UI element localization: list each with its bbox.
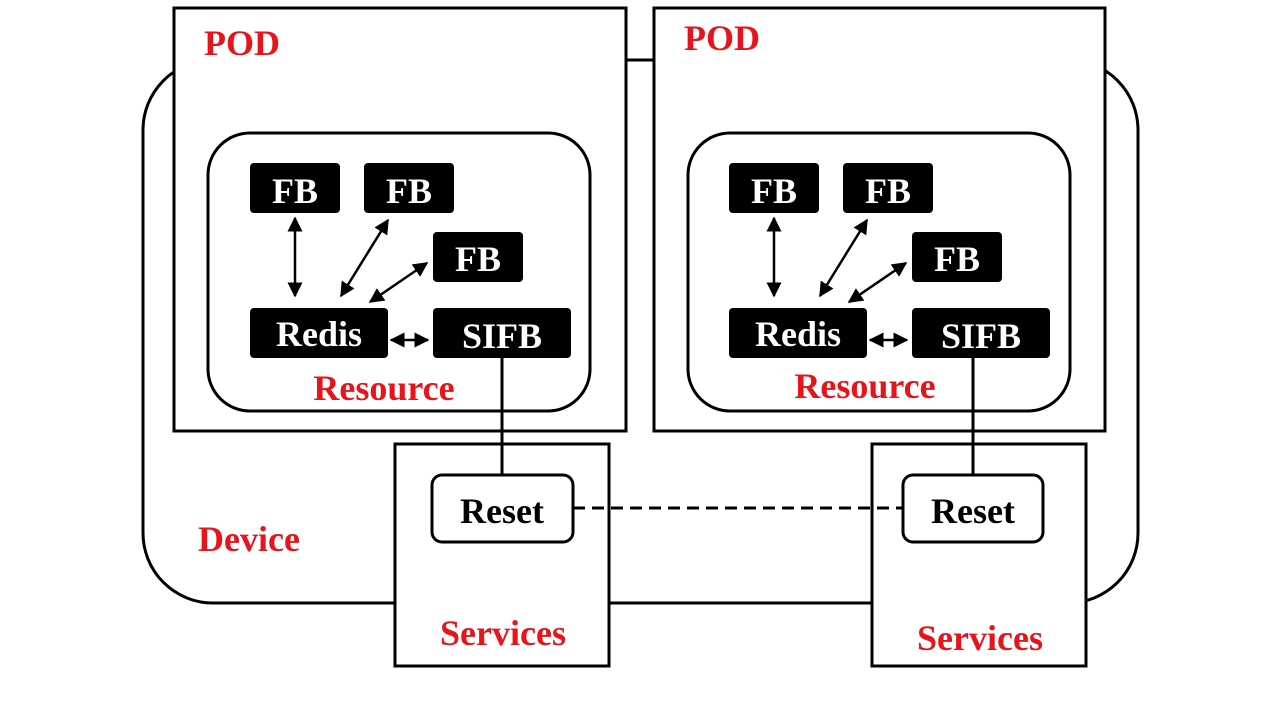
resource-label-1: Resource — [313, 368, 454, 408]
arrow-redis-fb — [847, 261, 908, 304]
fb-block: FB — [250, 163, 340, 213]
pod-label-2: POD — [684, 18, 760, 58]
svg-text:FB: FB — [272, 171, 318, 211]
fb-block: FB — [364, 163, 454, 213]
redis-block: Redis — [250, 308, 388, 358]
svg-text:FB: FB — [386, 171, 432, 211]
fb-block: FB — [843, 163, 933, 213]
sifb-block: SIFB — [433, 308, 571, 358]
svg-text:FB: FB — [865, 171, 911, 211]
svg-text:Redis: Redis — [276, 314, 362, 354]
svg-text:SIFB: SIFB — [462, 316, 542, 356]
fb-block: FB — [912, 232, 1002, 282]
svg-text:SIFB: SIFB — [941, 316, 1021, 356]
device-label: Device — [198, 519, 300, 559]
pod-label-1: POD — [204, 23, 280, 63]
reset-label-2: Reset — [931, 491, 1015, 531]
sifb-block: SIFB — [912, 308, 1050, 358]
arrow-redis-fb — [818, 218, 869, 298]
svg-text:FB: FB — [751, 171, 797, 211]
svg-text:FB: FB — [934, 239, 980, 279]
arrow-redis-fb — [368, 261, 429, 304]
resource-label-2: Resource — [794, 366, 935, 406]
fb-block: FB — [433, 232, 523, 282]
redis-block: Redis — [729, 308, 867, 358]
reset-label-1: Reset — [460, 491, 544, 531]
services-label-2: Services — [917, 618, 1043, 658]
services-label-1: Services — [440, 613, 566, 653]
svg-text:FB: FB — [455, 239, 501, 279]
fb-block: FB — [729, 163, 819, 213]
arrow-redis-fb — [339, 218, 390, 298]
svg-text:Redis: Redis — [755, 314, 841, 354]
